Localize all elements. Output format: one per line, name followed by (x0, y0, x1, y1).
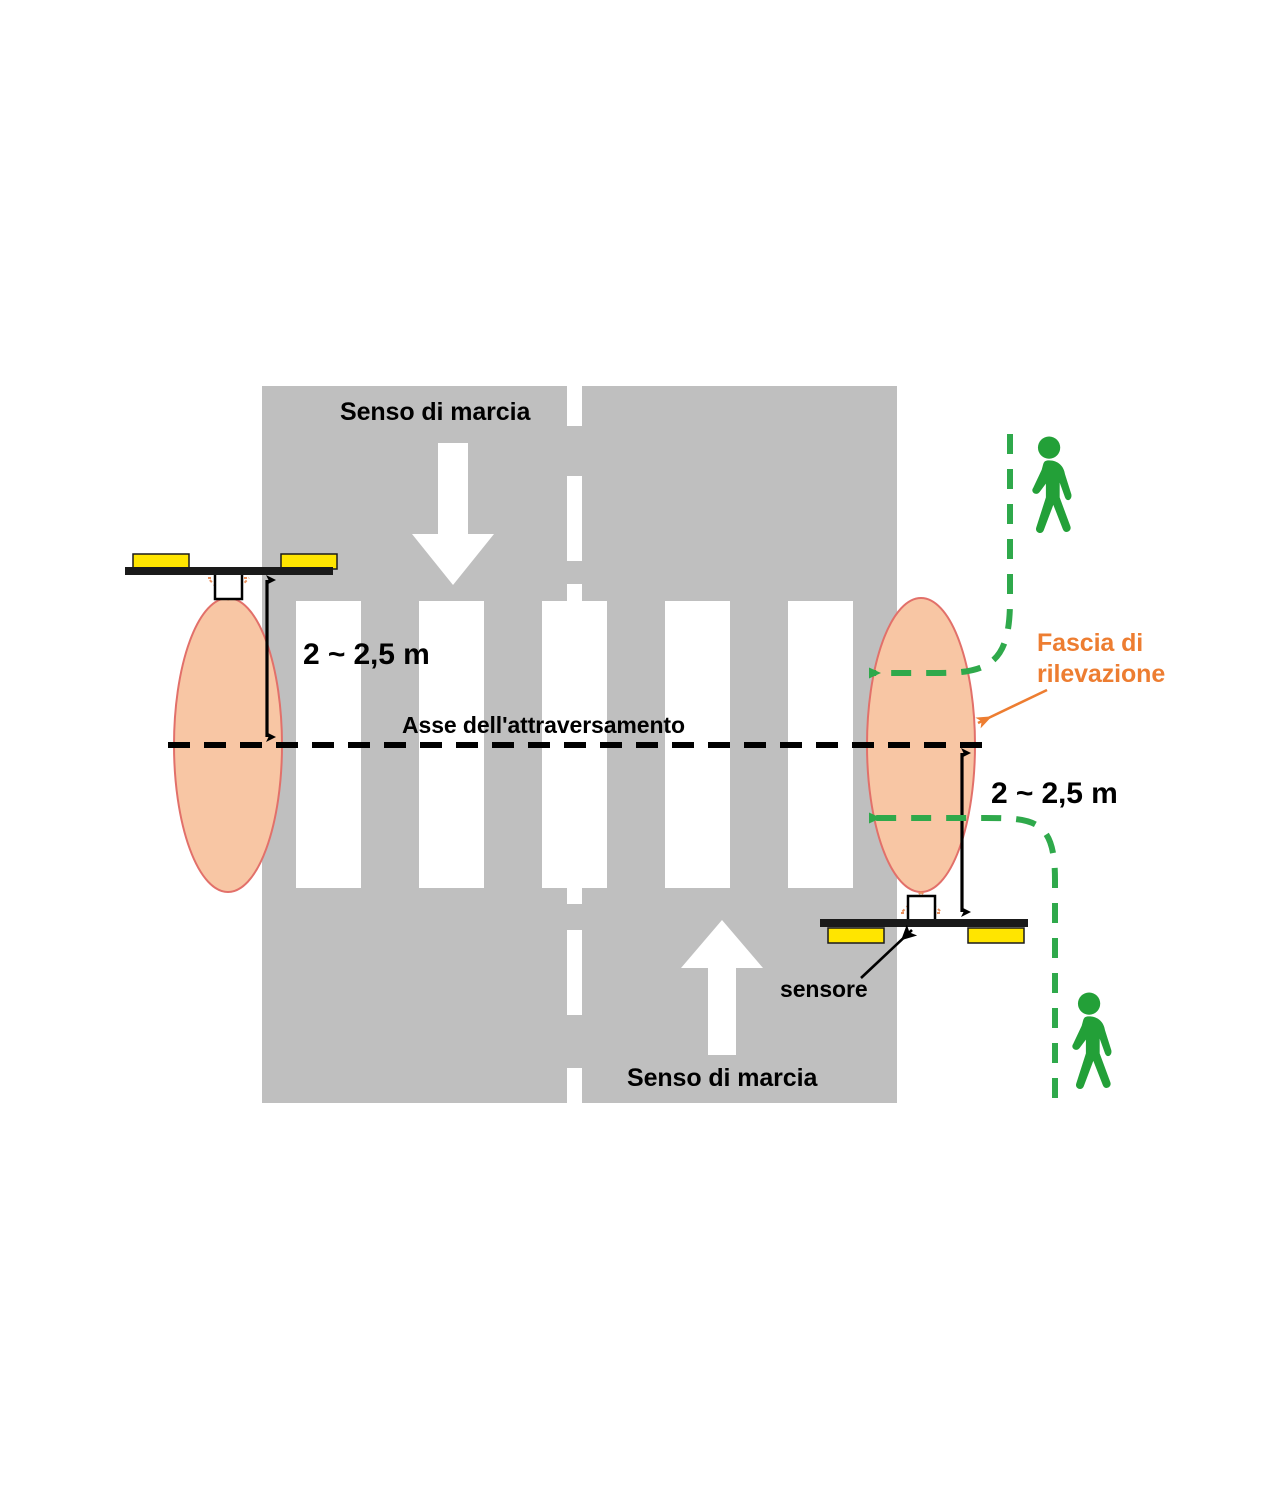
label-traffic-direction-top: Senso di marcia (340, 398, 531, 426)
sensor-lamp (827, 927, 885, 944)
sensor-housing-left (213, 570, 244, 601)
label-sensor: sensore (780, 976, 868, 1002)
flow-arrow-down-icon (412, 443, 494, 585)
pedestrian-icon-bottom (1072, 992, 1112, 1090)
sensor-bar-right (820, 919, 1028, 927)
sensor-assembly-left (125, 553, 338, 601)
sensor-lamp (280, 553, 338, 570)
label-detection-band-line2: rilevazione (1037, 660, 1166, 689)
pedestrian-path-bottom (869, 812, 1058, 1098)
detection-band-callout-arrow (975, 688, 1048, 729)
lane-divider-bottom (567, 886, 582, 1103)
pedestrian-path-top (869, 434, 1013, 679)
label-distance-left: 2 ~ 2,5 m (303, 638, 430, 671)
label-distance-right: 2 ~ 2,5 m (991, 777, 1118, 810)
flow-arrow-up-icon (681, 920, 763, 1055)
sensor-lamp (132, 553, 190, 570)
sensor-callout-arrow (860, 924, 918, 979)
detection-zone-right (866, 597, 976, 893)
sensor-bar-left (125, 567, 333, 575)
lane-divider-top (567, 386, 582, 602)
label-traffic-direction-bottom: Senso di marcia (627, 1064, 818, 1092)
sensor-housing-right (906, 894, 937, 925)
sensor-assembly-right (820, 891, 1028, 944)
pedestrian-icon-top (1032, 436, 1072, 534)
label-crossing-axis: Asse dell'attraversamento (402, 712, 685, 738)
sensor-lamp (967, 927, 1025, 944)
label-detection-band-line1: Fascia di (1037, 629, 1144, 657)
label-detection-band: Fascia di rilevazione (1037, 628, 1165, 691)
